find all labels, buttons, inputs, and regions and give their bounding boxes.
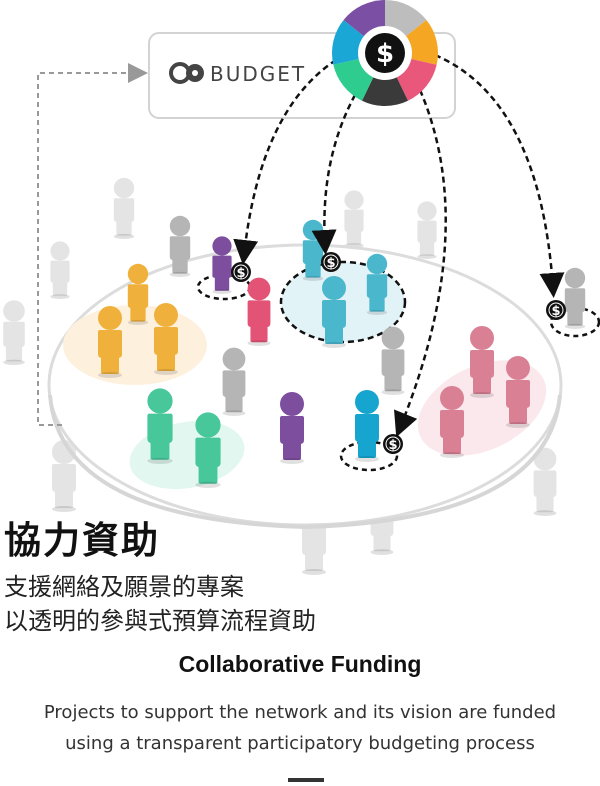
participant <box>302 219 324 281</box>
feedback-arrow <box>37 63 148 426</box>
participant <box>322 276 346 348</box>
background-person <box>3 300 25 365</box>
participant <box>564 267 586 329</box>
background-person <box>417 201 437 259</box>
participant <box>440 386 464 458</box>
participant <box>147 388 173 464</box>
participant <box>98 306 122 378</box>
background-person <box>344 190 364 248</box>
description-en: Projects to support the network and its … <box>20 697 580 759</box>
participant <box>169 215 191 277</box>
coin-icon: $ <box>546 300 566 320</box>
dollar-icon: $ <box>376 39 394 69</box>
participant <box>470 326 494 398</box>
coin-icon: $ <box>321 252 341 272</box>
participant <box>381 326 405 395</box>
participant <box>366 253 388 315</box>
svg-text:$: $ <box>236 266 245 281</box>
arrow-to-purple <box>233 58 337 265</box>
budget-coin: $ <box>332 0 438 106</box>
participant <box>127 263 149 325</box>
heading-zh: 協力資助 <box>4 519 160 562</box>
participant <box>195 412 221 488</box>
coin-icon: $ <box>383 434 403 454</box>
description-en-line-1: Projects to support the network and its … <box>43 702 557 723</box>
cobudget-logo-word: BUDGET <box>210 62 306 86</box>
section-divider <box>288 778 324 782</box>
participant <box>222 347 246 416</box>
funding-coins: $ $ $ $ <box>231 252 566 454</box>
background-person <box>113 177 135 239</box>
svg-text:$: $ <box>551 304 560 319</box>
participant <box>506 356 530 428</box>
participant <box>247 277 271 346</box>
coin-icon: $ <box>231 262 251 282</box>
funding-arrows <box>233 53 565 438</box>
subtitle-zh-line-2: 以透明的參與式預算流程資助 <box>4 607 316 635</box>
svg-text:$: $ <box>388 438 397 453</box>
participant <box>212 236 232 294</box>
participant <box>355 390 379 462</box>
heading-en: Collaborative Funding <box>178 651 422 677</box>
background-person <box>50 241 70 299</box>
svg-text:$: $ <box>326 256 335 271</box>
arrow-to-teal <box>311 94 357 255</box>
participant <box>154 303 178 375</box>
participant <box>280 392 304 464</box>
description-en-line-2: using a transparent participatory budget… <box>65 733 535 754</box>
background-person <box>533 447 557 516</box>
cobudget-logo-icon <box>169 62 204 84</box>
arrow-to-blue <box>394 89 447 438</box>
subtitle-zh-line-1: 支援網絡及願景的專案 <box>4 573 244 601</box>
